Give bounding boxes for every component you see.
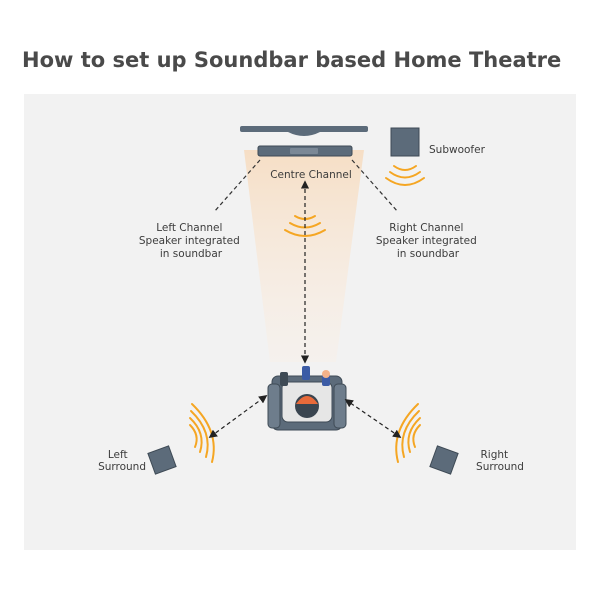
left-surround-label: Left Surround	[98, 449, 146, 473]
left-channel-leader	[213, 159, 261, 213]
right-channel-label: Right Channel Speaker integrated in soun…	[376, 222, 480, 260]
listener-chair-icon	[267, 366, 347, 431]
right-channel-line-2: Speaker integrated	[376, 235, 477, 247]
soundbar	[257, 145, 353, 157]
right-channel-leader	[351, 159, 399, 213]
left-channel-label: Left Channel Speaker integrated in sound…	[139, 222, 243, 260]
right-surround-line-1: Right	[481, 449, 509, 461]
right-surround-label: Right Surround	[476, 449, 524, 473]
left-surround-arrow	[208, 395, 268, 438]
right-channel-line-1: Right Channel	[389, 222, 463, 234]
page-title: How to set up Soundbar based Home Theatr…	[22, 48, 562, 72]
left-surround-sound-wave-icon	[189, 403, 215, 463]
centre-channel-label: Centre Channel	[270, 169, 352, 181]
right-surround-sound-wave-icon	[395, 403, 421, 463]
tv	[240, 126, 368, 136]
right-surround-arrow	[344, 399, 402, 438]
subwoofer-label: Subwoofer	[429, 144, 486, 156]
left-surround-line-2: Surround	[98, 461, 146, 473]
subwoofer	[390, 127, 420, 157]
right-surround-line-2: Surround	[476, 461, 524, 473]
right-channel-line-3: in soundbar	[397, 248, 460, 260]
left-surround-speaker	[147, 445, 177, 475]
subwoofer-sound-wave-icon	[385, 165, 425, 186]
left-channel-line-2: Speaker integrated	[139, 235, 240, 247]
left-surround-line-1: Left	[108, 449, 128, 461]
left-channel-line-1: Left Channel	[156, 222, 222, 234]
centre-sound-beam	[244, 150, 364, 362]
left-channel-line-3: in soundbar	[160, 248, 223, 260]
right-surround-speaker	[429, 445, 459, 475]
